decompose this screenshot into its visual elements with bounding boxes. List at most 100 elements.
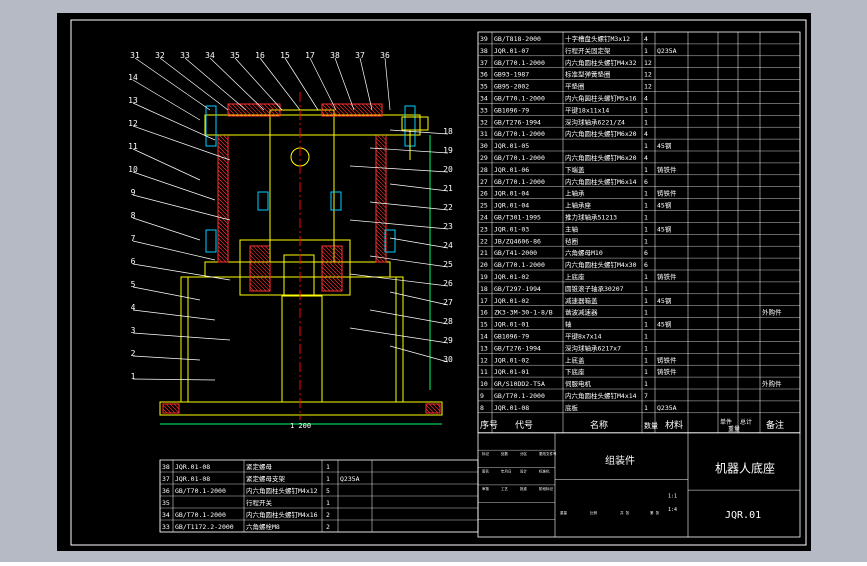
bom-row-qty: 1 (644, 285, 648, 293)
hatch-line (375, 161, 387, 173)
hatch-line (375, 201, 387, 213)
hatch-line (375, 181, 387, 193)
hatch-line (267, 103, 281, 117)
balloon-top-34: 34 (205, 51, 215, 60)
bom-row-code: GB/T301-1995 (494, 214, 541, 222)
bom-row-qty: 1 (644, 47, 648, 55)
leader-line (132, 148, 201, 181)
leader-line (389, 291, 449, 306)
bom-lower-row-qty: 5 (326, 487, 330, 495)
title-scale: 1:1 (668, 493, 677, 499)
bom-row-name: 上轴承座 (565, 201, 592, 210)
bom-row-code: JQR.01-06 (494, 166, 529, 174)
leader-line (384, 57, 391, 111)
hatch-line (325, 103, 339, 117)
bom-row-name: 圆锥滚子轴承30207 (565, 284, 624, 293)
bom-row-code: GB/T70.1-2000 (494, 178, 545, 186)
bom-lower-row-no: 33 (162, 523, 170, 531)
bom-row-name: 减速器箱盖 (565, 296, 598, 305)
hatch-line (243, 103, 257, 117)
balloon-left-11: 11 (128, 142, 138, 151)
bom-lower-row-code: JQR.01-08 (175, 475, 210, 483)
bom-row-code: GB/T41-2000 (494, 249, 537, 257)
leader-line (132, 102, 216, 141)
hatch-line (375, 177, 387, 189)
hatch-line (321, 103, 335, 117)
leader-line (132, 194, 231, 221)
bom-row-no: 22 (480, 237, 488, 245)
balloon-left-6: 6 (131, 257, 136, 266)
hatch-line (260, 245, 271, 256)
bom-row-note: 外购件 (762, 379, 782, 388)
bom-lower-row-code: JQR.01-08 (175, 463, 210, 471)
bom-row-code: JQR.01-07 (494, 47, 529, 55)
bom-row-qty: 1 (644, 404, 648, 412)
bom-row-qty: 1 (644, 333, 648, 341)
bom-row-code: JQR.01-02 (494, 297, 529, 305)
hatch-line (252, 245, 271, 264)
leader-line (389, 129, 449, 135)
balloon-right-19: 19 (443, 146, 453, 155)
hatch-line (217, 209, 229, 221)
hatch-line (380, 134, 387, 141)
bom-row-code: GB/T297-1994 (494, 285, 541, 293)
bom-row-code: GB/T70.1-2000 (494, 261, 545, 269)
hatch-line (375, 213, 387, 225)
shaft-core (283, 254, 315, 296)
hatch-line (217, 169, 229, 181)
bom-row-no: 13 (480, 344, 488, 352)
bom-row-name: 深沟球轴承6221/Z4 (565, 117, 625, 126)
bom-row-name: 六角螺母M10 (565, 248, 603, 257)
leader-line (349, 327, 449, 344)
bom-row-qty: 1 (644, 237, 648, 245)
balloon-left-9: 9 (131, 188, 136, 197)
hatch-line (271, 103, 281, 113)
bom-row-name: 内六角圆柱头螺钉M6x20 (565, 129, 637, 138)
hatch-line (217, 225, 229, 237)
bom-lower-row-code: GB/T1172.2-2000 (175, 523, 234, 531)
bom-lower-row-material: Q235A (340, 475, 360, 483)
bom-row-code: GB1096-79 (494, 106, 529, 114)
balloon-left-4: 4 (131, 303, 136, 312)
bom-row-name: 标准型弹簧垫圈 (565, 70, 611, 79)
bom-row-code: GB1096-79 (494, 333, 529, 341)
bom-row-code: JQR.01-08 (494, 404, 529, 412)
balloon-left-13: 13 (128, 96, 138, 105)
hatch-line (268, 245, 271, 248)
hatch-line (217, 137, 229, 149)
bom-row-name: 轴 (565, 320, 572, 329)
balloon-right-18: 18 (443, 127, 453, 136)
bom-row-no: 29 (480, 154, 488, 162)
servo-motor (281, 295, 323, 403)
hatch-line (340, 245, 343, 248)
bom-row-code: JQR.01-02 (494, 273, 529, 281)
bom-row-code: GB/T70.1-2000 (494, 154, 545, 162)
bom-row-name: 推力球轴承51213 (565, 213, 617, 222)
bom-row-name: 内六角圆柱头螺钉M5x16 (565, 94, 637, 103)
hatch-line (361, 103, 375, 117)
bom-header-material: 材料 (665, 419, 683, 431)
bom-row-qty: 4 (644, 95, 648, 103)
hatch-line (333, 103, 347, 117)
bom-row-code: JB/ZQ4606-86 (494, 237, 541, 245)
bom-row-no: 17 (480, 297, 488, 305)
hatch-line (263, 103, 277, 117)
leader-line (334, 57, 355, 111)
hatch-line (321, 278, 335, 292)
balloon-right-28: 28 (443, 317, 453, 326)
balloon-left-1: 1 (131, 372, 136, 381)
hatch-line (375, 157, 387, 169)
bom-lower-row-name: 紧定螺母 (246, 462, 273, 471)
hatch-line (217, 189, 229, 201)
balloon-top-17: 17 (305, 51, 315, 60)
leader-line (349, 273, 449, 287)
hatch-line (375, 193, 387, 205)
hatch-line (249, 270, 271, 292)
